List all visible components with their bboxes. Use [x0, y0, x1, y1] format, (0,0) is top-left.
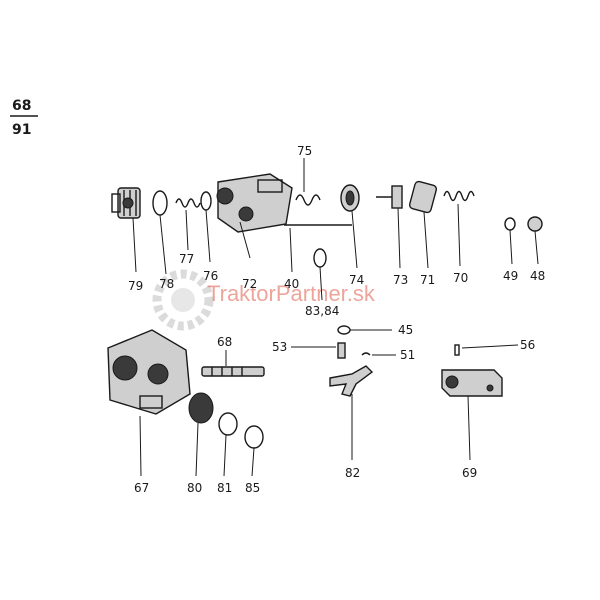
label-part-75: 75: [297, 144, 312, 158]
label-part-72: 72: [242, 277, 257, 291]
part-75-drawing: [295, 194, 321, 206]
page-number: 68 91: [10, 98, 38, 138]
label-part-78: 78: [159, 277, 174, 291]
label-part-67: 67: [134, 481, 149, 495]
part-73-drawing: [376, 185, 403, 209]
part-85-drawing: [244, 425, 264, 449]
part-72-drawing: [216, 173, 293, 233]
label-part-56: 56: [520, 338, 535, 352]
label-part-69: 69: [462, 466, 477, 480]
label-part-83-84: 83,84: [305, 304, 339, 318]
label-part-85: 85: [245, 481, 260, 495]
page-number-bottom: 91: [12, 122, 31, 138]
part-51-drawing: [361, 352, 371, 356]
part-78-drawing: [152, 190, 168, 216]
label-part-74: 74: [349, 273, 364, 287]
watermark-gear-icon: [152, 269, 214, 331]
label-part-40: 40: [284, 277, 299, 291]
watermark-gear-hub: [171, 288, 195, 312]
part-67-drawing: [107, 329, 191, 415]
part-77-drawing: [175, 198, 201, 208]
label-part-73: 73: [393, 273, 408, 287]
part-45-drawing: [337, 325, 351, 335]
part-69-drawing: [441, 369, 503, 397]
part-70-drawing: [443, 190, 475, 202]
label-part-82: 82: [345, 466, 360, 480]
part-56-drawing: [454, 344, 460, 356]
part-68-drawing: [201, 366, 265, 377]
label-part-53: 53: [272, 340, 287, 354]
part-80-drawing: [188, 392, 214, 424]
label-part-48: 48: [530, 269, 545, 283]
label-part-77: 77: [179, 252, 194, 266]
label-part-49: 49: [503, 269, 518, 283]
part-76-drawing: [200, 191, 212, 211]
part-83-84-drawing: [313, 248, 327, 268]
part-labels: 79 78 77 76 72 75 40 83,84 74 73 71 70 4…: [128, 144, 545, 495]
page-number-top: 68: [12, 98, 31, 114]
label-part-51: 51: [400, 348, 415, 362]
label-part-76: 76: [203, 269, 218, 283]
part-49-drawing: [504, 217, 516, 231]
part-53-drawing: [337, 342, 346, 359]
label-part-79: 79: [128, 279, 143, 293]
leader-lines: [132, 158, 539, 477]
label-part-70: 70: [453, 271, 468, 285]
part-81-drawing: [218, 412, 238, 436]
part-79-drawing: [111, 187, 141, 219]
label-part-81: 81: [217, 481, 232, 495]
watermark: [152, 269, 214, 331]
label-part-80: 80: [187, 481, 202, 495]
label-part-68: 68: [217, 335, 232, 349]
watermark-text: TraktorPartner.sk: [207, 281, 376, 306]
part-82-drawing: [329, 365, 374, 397]
part-48-drawing: [527, 216, 543, 232]
label-part-45: 45: [398, 323, 413, 337]
label-part-71: 71: [420, 273, 435, 287]
part-74-drawing: [340, 184, 360, 212]
part-71-drawing: [408, 180, 438, 214]
